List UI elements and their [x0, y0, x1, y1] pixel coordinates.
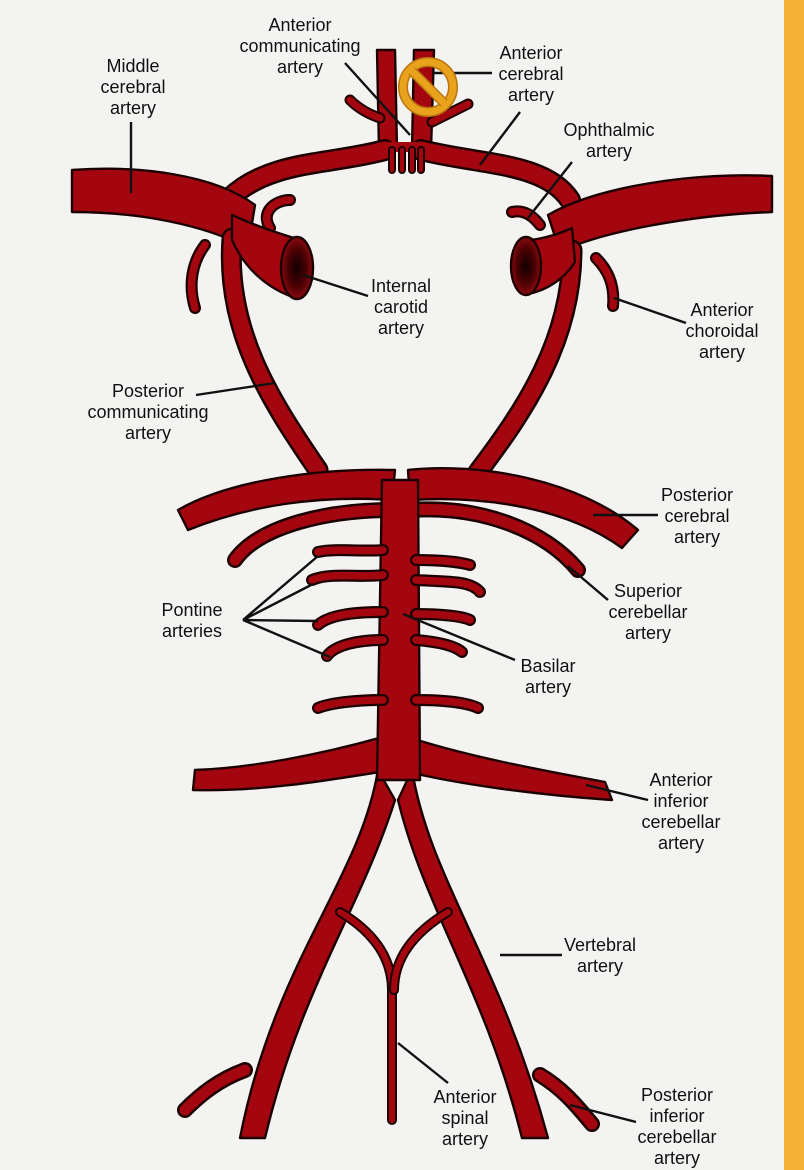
- posterior-cerebral-arteries: [176, 467, 640, 550]
- label-ophthalmic-artery: Ophthalmic artery: [563, 120, 655, 161]
- anterior-inferior-cerebellar-arteries: [191, 733, 614, 802]
- posterior-inferior-cerebellar-arteries: [177, 1062, 600, 1132]
- label-middle-cerebral-artery: Middle cerebral artery: [100, 56, 166, 118]
- side-accent-bar: [784, 0, 804, 1170]
- label-posterior-cerebral-artery: Posterior cerebral artery: [660, 485, 734, 547]
- posterior-communicating-arteries: [220, 227, 583, 483]
- label-internal-carotid-artery: Internal carotid artery: [370, 276, 432, 338]
- pontine-arteries: [306, 544, 486, 714]
- label-anterior-inferior-cerebellar-artery: Anterior inferior cerebellar artery: [641, 770, 721, 853]
- label-anterior-communicating-artery: Anterior communicating artery: [239, 15, 361, 77]
- label-pontine-arteries: Pontine arteries: [161, 600, 223, 641]
- label-posterior-inferior-cerebellar-artery: Posterior inferior cerebellar artery: [637, 1085, 717, 1168]
- anterior-communicating-artery: [388, 142, 425, 174]
- superior-cerebellar-arteries: [227, 501, 586, 578]
- vertebral-arteries: [238, 768, 550, 1140]
- anterior-cerebral-arms: [219, 139, 581, 211]
- anterior-twigs: [344, 94, 474, 128]
- label-posterior-communicating-artery: Posterior communicating artery: [87, 381, 209, 443]
- label-basilar-artery: Basilar artery: [520, 656, 576, 697]
- internal-carotid-arteries: [230, 213, 577, 301]
- basilar-artery: [375, 478, 422, 782]
- label-vertebral-artery: Vertebral artery: [563, 935, 637, 976]
- label-anterior-choroidal-artery: Anterior choroidal artery: [685, 300, 759, 362]
- anterior-spinal-artery: [335, 907, 453, 1125]
- label-anterior-spinal-artery: Anterior spinal artery: [433, 1087, 497, 1149]
- label-anterior-cerebral-artery: Anterior cerebral artery: [498, 43, 564, 105]
- middle-cerebral-arteries: [70, 167, 774, 254]
- ophthalmic-arteries: [260, 194, 546, 234]
- blocked-icon: [398, 57, 458, 117]
- label-superior-cerebellar-artery: Superior cerebellar artery: [608, 581, 688, 643]
- anterior-choroidal-arteries: [185, 239, 620, 314]
- leader-lines: [129, 62, 687, 1124]
